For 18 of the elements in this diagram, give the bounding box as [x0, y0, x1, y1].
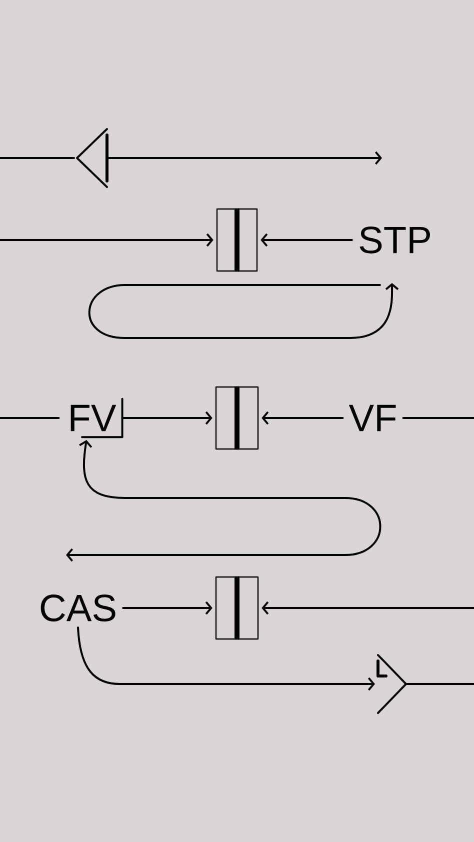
text-label: CAS	[40, 594, 116, 622]
bracketed-label: FV	[70, 398, 124, 438]
arrow	[106, 151, 382, 165]
component-symbol	[216, 208, 258, 272]
arrow	[260, 233, 354, 247]
arrow	[0, 233, 214, 247]
component-symbol	[215, 576, 259, 640]
text-label: VF	[348, 404, 396, 432]
arrow	[262, 411, 344, 425]
arrow	[121, 411, 212, 425]
chevron-symbol	[76, 128, 108, 188]
chevron-symbol	[376, 654, 407, 714]
arrow	[66, 440, 382, 562]
arrow	[262, 601, 474, 615]
arrow	[77, 626, 375, 691]
arrow	[122, 601, 212, 615]
component-symbol	[215, 386, 259, 450]
text-label: STP	[360, 226, 430, 254]
